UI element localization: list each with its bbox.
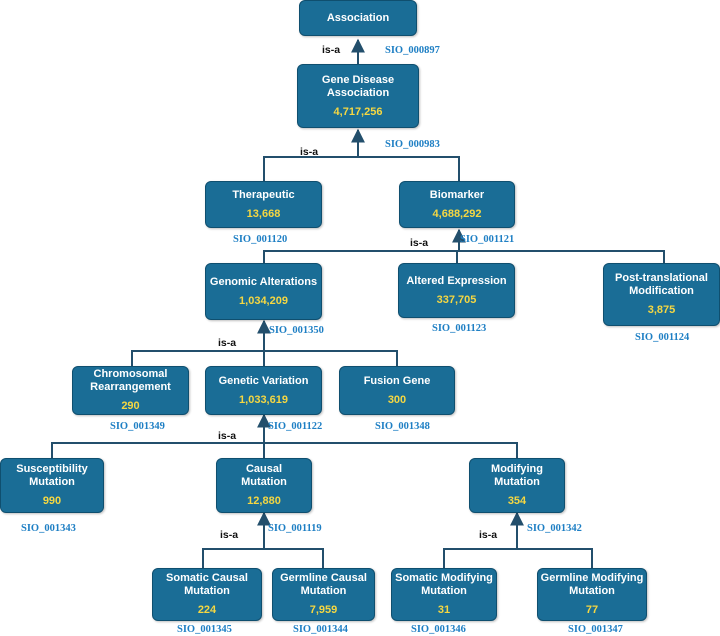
- sio-id-genomic-alterations: SIO_001350: [269, 325, 324, 336]
- node-label: Association: [326, 11, 390, 24]
- node-germline-modifying-mutation[interactable]: Germline Modifying Mutation 77: [537, 568, 647, 621]
- node-somatic-causal-mutation[interactable]: Somatic Causal Mutation 224: [152, 568, 262, 621]
- node-gene-disease-association[interactable]: Gene Disease Association 4,717,256: [297, 64, 419, 128]
- node-label: Germline Modifying Mutation: [540, 572, 644, 597]
- isa-label-association: is-a: [322, 44, 341, 56]
- sio-id-somatic-causal-mutation: SIO_001345: [177, 624, 232, 635]
- node-label: Modifying Mutation: [491, 463, 543, 488]
- node-genomic-alterations[interactable]: Genomic Alterations 1,034,209: [205, 263, 322, 320]
- node-count: 12,880: [247, 495, 281, 507]
- node-label: Therapeutic: [232, 188, 295, 201]
- node-somatic-modifying-mutation[interactable]: Somatic Modifying Mutation 31: [391, 568, 497, 621]
- sio-id-modifying-mutation: SIO_001342: [527, 523, 582, 534]
- node-label: Somatic Modifying Mutation: [395, 572, 493, 597]
- node-causal-mutation[interactable]: Causal Mutation 12,880: [216, 458, 312, 513]
- sio-id-gda: SIO_000983: [385, 139, 440, 150]
- sio-id-germline-causal-mutation: SIO_001344: [293, 624, 348, 635]
- node-count: 224: [197, 604, 217, 616]
- edge-level3-bracket: [263, 250, 665, 263]
- node-count: 990: [42, 495, 62, 507]
- sio-id-causal-mutation: SIO_001119: [268, 523, 322, 534]
- sio-id-biomarker: SIO_001121: [460, 234, 515, 245]
- node-chromosomal-rearrangement[interactable]: Chromosomal Rearrangement 290: [72, 366, 189, 415]
- node-label: Altered Expression: [406, 274, 507, 287]
- sio-id-susceptibility-mutation: SIO_001343: [21, 523, 76, 534]
- node-label: Germline Causal Mutation: [280, 572, 367, 597]
- node-germline-causal-mutation[interactable]: Germline Causal Mutation 7,959: [272, 568, 375, 621]
- edge-modifying-children-bracket: [443, 548, 593, 568]
- edge-level5-bracket: [51, 442, 518, 458]
- node-count: 7,959: [309, 604, 338, 616]
- node-biomarker[interactable]: Biomarker 4,688,292: [399, 181, 515, 228]
- isa-label-modifying: is-a: [479, 529, 498, 541]
- node-count: 337,705: [436, 293, 477, 306]
- node-fusion-gene[interactable]: Fusion Gene 300: [339, 366, 455, 415]
- sio-id-fusion-gene: SIO_001348: [375, 421, 430, 432]
- node-post-translational-modification[interactable]: Post-translational Modification 3,875: [603, 263, 720, 326]
- isa-label-causal: is-a: [220, 529, 239, 541]
- node-genetic-variation[interactable]: Genetic Variation 1,033,619: [205, 366, 322, 415]
- node-label: Genomic Alterations: [209, 275, 318, 288]
- sio-id-therapeutic: SIO_001120: [233, 234, 288, 245]
- node-count: 3,875: [647, 304, 676, 316]
- node-count: 31: [437, 604, 451, 616]
- node-susceptibility-mutation[interactable]: Susceptibility Mutation 990: [0, 458, 104, 513]
- node-label: Somatic Causal Mutation: [166, 572, 248, 597]
- node-count: 4,717,256: [333, 105, 383, 118]
- isa-label-biomarker: is-a: [410, 237, 429, 249]
- node-count: 300: [387, 393, 407, 406]
- node-count: 4,688,292: [432, 207, 482, 220]
- node-count: 77: [585, 604, 599, 616]
- sio-id-post-translational-modification: SIO_001124: [635, 332, 690, 343]
- isa-label-genomic: is-a: [218, 337, 237, 349]
- isa-label-gda: is-a: [300, 146, 319, 158]
- node-label: Fusion Gene: [363, 374, 431, 387]
- node-therapeutic[interactable]: Therapeutic 13,668: [205, 181, 322, 228]
- node-association[interactable]: Association: [299, 0, 417, 36]
- node-altered-expression[interactable]: Altered Expression 337,705: [398, 263, 515, 318]
- node-modifying-mutation[interactable]: Modifying Mutation 354: [469, 458, 565, 513]
- sio-id-association: SIO_000897: [385, 45, 440, 56]
- node-label: Biomarker: [429, 188, 485, 201]
- node-label: Causal Mutation: [241, 463, 287, 488]
- sio-id-genetic-variation: SIO_001122: [268, 421, 323, 432]
- isa-label-genetic-variation: is-a: [218, 430, 237, 442]
- sio-id-chromosomal-rearrangement: SIO_001349: [110, 421, 165, 432]
- sio-id-somatic-modifying-mutation: SIO_001346: [411, 624, 466, 635]
- sio-id-germline-modifying-mutation: SIO_001347: [568, 624, 623, 635]
- node-count: 1,033,619: [239, 393, 288, 406]
- node-count: 13,668: [246, 207, 281, 220]
- sio-id-altered-expression: SIO_001123: [432, 323, 487, 334]
- node-label: Chromosomal Rearrangement: [90, 368, 171, 393]
- node-count: 354: [507, 495, 527, 507]
- node-label: Gene Disease Association: [321, 73, 395, 99]
- edge-level2-bracket: [263, 156, 460, 181]
- edge-causal-children-bracket: [202, 548, 324, 568]
- node-label: Post-translational Modification: [615, 272, 708, 297]
- node-label: Genetic Variation: [218, 374, 309, 387]
- node-count: 1,034,209: [239, 294, 288, 307]
- node-label: Susceptibility Mutation: [16, 463, 88, 488]
- node-count: 290: [121, 400, 140, 412]
